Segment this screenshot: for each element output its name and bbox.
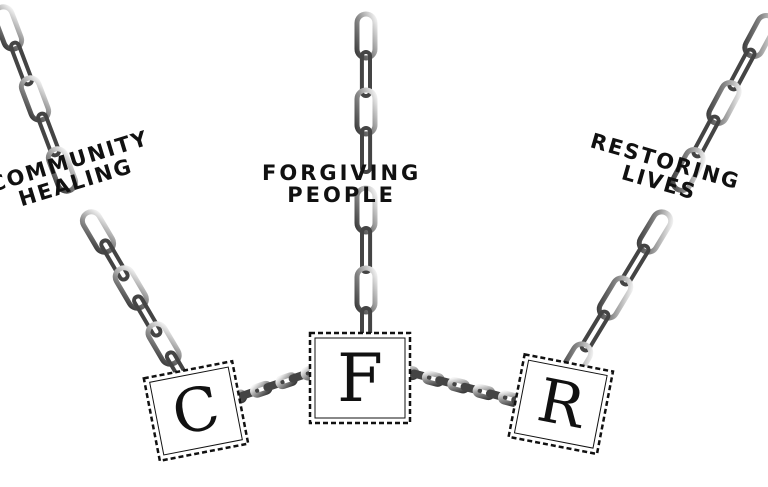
chain-link-right <box>619 243 651 287</box>
connector-chain-link <box>460 382 483 395</box>
label-forgiving-people: FORGIVING PEOPLE <box>262 162 421 206</box>
lock-box-c <box>142 359 250 463</box>
chain-link-middle <box>354 185 378 235</box>
lock-letter-f: F <box>337 340 383 417</box>
connector-chain-link <box>485 389 508 402</box>
chain-link-middle <box>354 11 378 61</box>
chain-link-left <box>9 40 34 87</box>
chain-link-left <box>132 294 163 338</box>
chain-link-right <box>579 309 611 353</box>
lock-box-f <box>308 331 412 425</box>
chain-link-right <box>596 275 634 321</box>
connector-chain-link <box>409 369 432 382</box>
chain-link-left <box>0 4 25 52</box>
chain-link-left <box>36 111 61 158</box>
chain-link-right <box>691 114 721 159</box>
chain-link-left <box>45 146 79 194</box>
lock-letter-r: R <box>532 365 590 443</box>
label-line: FORGIVING <box>262 161 422 185</box>
chain-link-left <box>18 75 52 123</box>
chain-link-middle <box>354 87 378 137</box>
chain-link-right <box>636 209 674 255</box>
chain-link-middle <box>360 226 373 274</box>
chain-link-left <box>79 209 117 255</box>
connector-chain-link <box>238 387 260 400</box>
chain-link-right <box>727 47 757 92</box>
label-line: PEOPLE <box>287 183 396 208</box>
chain-link-left <box>145 321 182 367</box>
lock-letter-c: C <box>166 372 226 450</box>
chain-link-left <box>99 238 130 282</box>
chain-link-right <box>706 80 742 126</box>
chain-link-middle <box>360 126 373 174</box>
chain-link-middle <box>354 265 378 315</box>
connector-chain-link <box>435 376 457 388</box>
connector-chain-link <box>288 370 310 383</box>
lock-box-r <box>507 352 615 456</box>
chain-link-left <box>112 265 149 311</box>
chain-link-right <box>670 147 706 193</box>
chain-link-middle <box>359 50 372 98</box>
connector-chain-link <box>263 378 285 392</box>
